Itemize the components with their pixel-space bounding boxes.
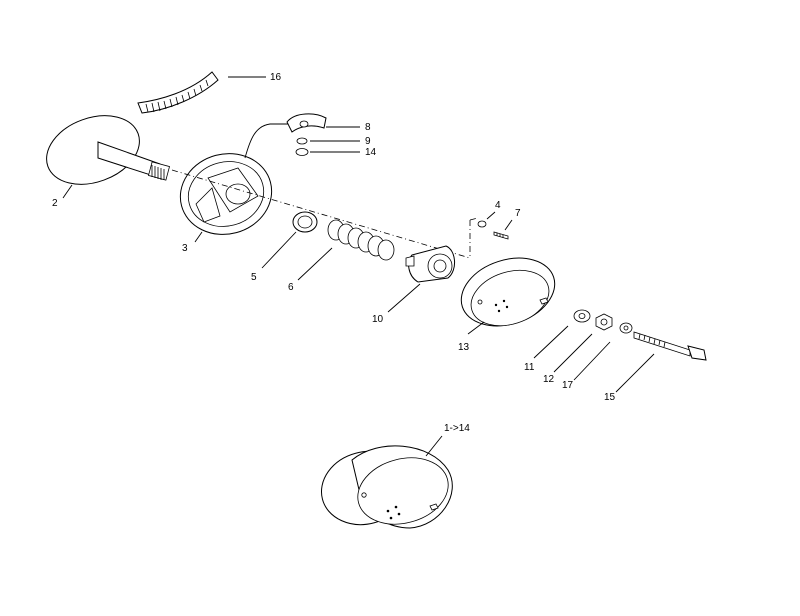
callout-10: 10 xyxy=(372,314,384,325)
part-10-cam xyxy=(405,245,455,283)
part-9-washer xyxy=(296,137,308,145)
callout-16: 16 xyxy=(270,72,282,83)
callout-13: 13 xyxy=(458,342,470,353)
leader-6 xyxy=(297,247,333,281)
leader-11 xyxy=(533,325,569,359)
leader-4 xyxy=(486,211,496,220)
part-5-spring-seat xyxy=(292,211,318,233)
callout-8: 8 xyxy=(365,122,371,133)
callout-11: 11 xyxy=(524,362,535,373)
part-11-washer xyxy=(573,309,591,323)
leader-2 xyxy=(62,184,73,199)
leader-15 xyxy=(615,353,655,393)
leader-3 xyxy=(194,231,203,243)
centerline-bolt xyxy=(469,217,479,258)
part-16-strip xyxy=(137,71,219,114)
part-6-spring xyxy=(327,219,395,261)
callout-17: 17 xyxy=(562,380,574,391)
part-14-oring xyxy=(295,148,309,156)
part-8-ramp xyxy=(286,113,327,133)
leader-10 xyxy=(387,283,421,313)
callout-14: 14 xyxy=(365,147,377,158)
leader-12 xyxy=(553,333,593,373)
part-17-lockwasher xyxy=(619,322,633,334)
part-7-screw xyxy=(493,231,509,240)
part-4-washer xyxy=(477,220,487,228)
leader-13 xyxy=(467,321,485,335)
callout-3: 3 xyxy=(182,243,188,254)
leader-7 xyxy=(504,219,513,231)
leader-1to14 xyxy=(425,435,443,457)
callout-12: 12 xyxy=(543,374,555,385)
part-12-nut xyxy=(595,313,613,331)
callout-5: 5 xyxy=(251,272,257,283)
callout-6: 6 xyxy=(288,282,294,293)
part-2-fixed-sheave xyxy=(46,115,170,185)
callout-4: 4 xyxy=(495,200,501,211)
assembled-clutch xyxy=(320,445,453,529)
part-15-bolt xyxy=(633,331,707,361)
part-13-cover xyxy=(460,257,556,327)
leader-5 xyxy=(261,231,297,269)
leader-17 xyxy=(573,341,611,381)
callout-9: 9 xyxy=(365,136,371,147)
callout-2: 2 xyxy=(52,198,58,209)
part-3-sliding-sheave xyxy=(179,123,290,235)
callout-1to14: 1->14 xyxy=(444,423,470,434)
callout-15: 15 xyxy=(604,392,616,403)
callout-7: 7 xyxy=(515,208,521,219)
